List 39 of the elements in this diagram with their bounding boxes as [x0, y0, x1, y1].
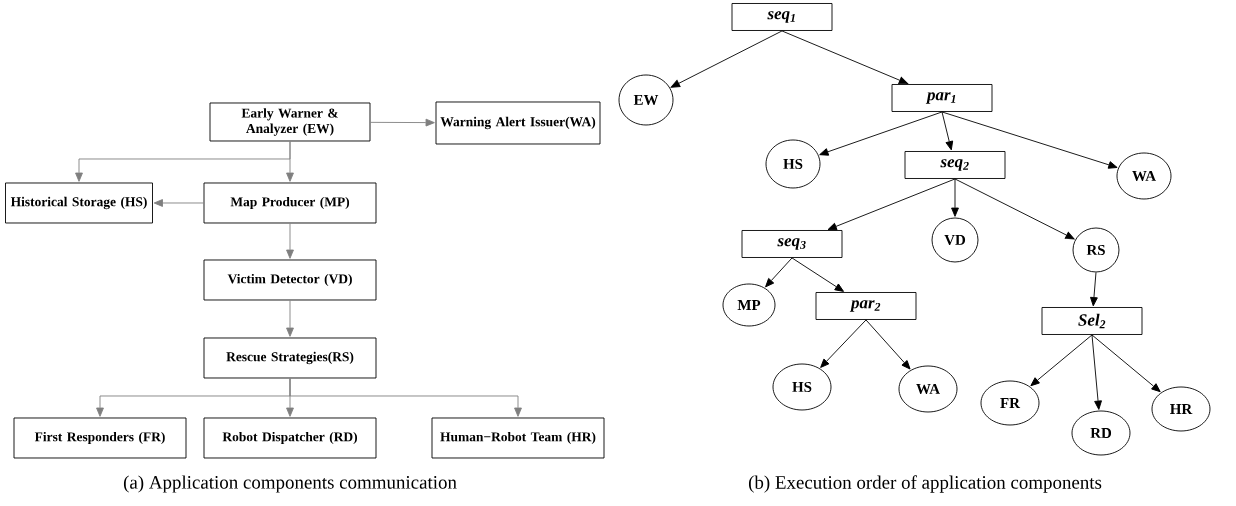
- arrow: [865, 319, 911, 370]
- arrow: [1091, 334, 1102, 410]
- arrow: [370, 118, 435, 127]
- caption: (b) Execution order of application components: [748, 475, 1102, 493]
- component-box: First Responders (FR): [13, 417, 187, 459]
- component-box: Robot Dispatcher (RD): [203, 417, 377, 459]
- arrow: [670, 30, 783, 88]
- arrow: [1030, 334, 1093, 387]
- component-box: Early Warner & Analyzer (EW): [209, 102, 371, 142]
- operator-box: seq$_{3}$: [741, 230, 843, 258]
- arrow: [765, 257, 793, 288]
- arrow: [951, 178, 959, 217]
- operator-box: par$_{2}$: [815, 292, 917, 320]
- arrow: [781, 30, 909, 85]
- component-box: Rescue Strategies(RS): [203, 337, 377, 379]
- operator-box: seq$_{2}$: [904, 151, 1006, 179]
- arrow: [954, 178, 1075, 240]
- component-box: Warning Alert Issuer(WA): [435, 101, 601, 145]
- arrow: [1091, 334, 1161, 393]
- arrow: [820, 319, 867, 368]
- component-box: Map Producer (MP): [203, 182, 377, 224]
- arrow: [286, 300, 294, 337]
- arrow: [941, 111, 954, 151]
- component-box: Human−Robot Team (HR): [431, 417, 605, 459]
- arrow: [1090, 272, 1098, 307]
- arrow: [289, 378, 522, 417]
- arrow: [827, 178, 956, 231]
- arrow: [153, 199, 204, 207]
- operator-box: seq$_{1}$: [731, 3, 833, 31]
- component-box: Victim Detector (VD): [203, 259, 377, 301]
- component-box: Historical Storage (HS): [5, 182, 153, 224]
- caption: (a) Application components communication: [123, 475, 457, 493]
- arrow: [941, 111, 1118, 169]
- operator-box: par$_{1}$: [891, 84, 993, 112]
- arrow: [286, 223, 294, 259]
- arrow: [791, 257, 844, 292]
- arrow: [286, 141, 294, 182]
- operator-box: Sel$_{2}$: [1041, 307, 1143, 335]
- arrow: [819, 111, 943, 156]
